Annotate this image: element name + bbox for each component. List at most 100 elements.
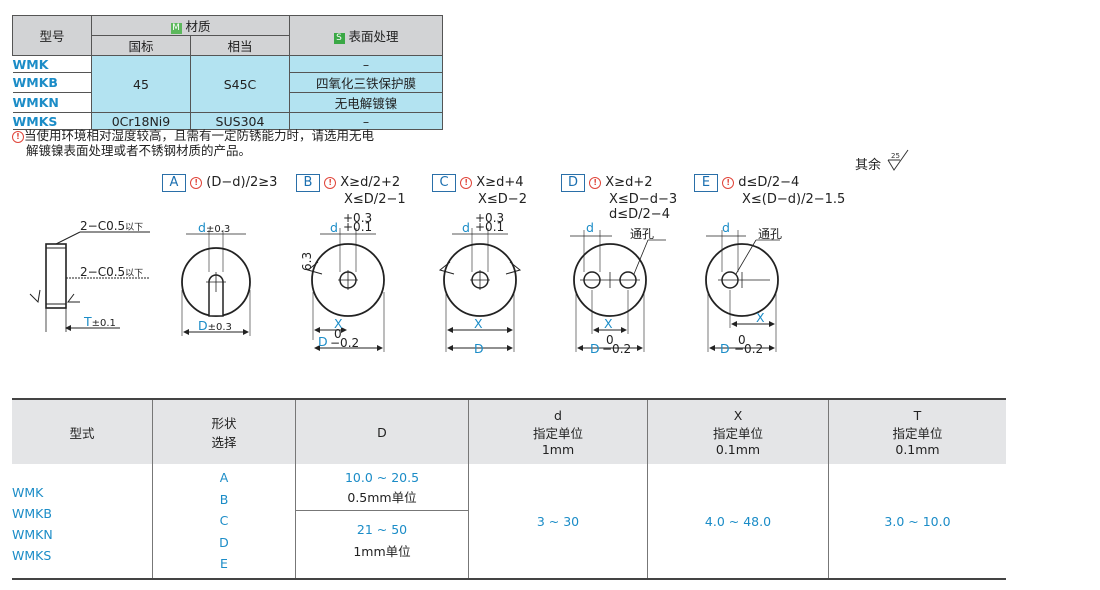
svg-text:2−C0.5以下: 2−C0.5以下	[80, 219, 143, 233]
d-tolerance-bottom: +0.1	[475, 220, 504, 234]
type-item: WMKN	[12, 527, 53, 542]
chamfer-label: 2−C0.5	[80, 219, 125, 233]
D-label: D	[474, 341, 484, 356]
d-header-name: d	[554, 407, 562, 423]
chamfer-suffix: 以下	[125, 269, 143, 279]
model-code: WMKN	[12, 92, 92, 113]
roughness-value: 25	[891, 152, 900, 160]
svg-text:d: d	[330, 220, 338, 235]
shape-c-drawing: d +0.3 +0.1 X D	[438, 211, 522, 356]
shape-d-drawing: d 通孔 X D 0 −0.2	[570, 220, 666, 356]
shape-item: E	[220, 556, 228, 572]
through-hole-label: 通孔	[758, 227, 782, 241]
shape-item: B	[219, 491, 229, 507]
shape-d-condition: D ! X≥d+2 X≤D−d−3 d≤D/2−4	[561, 174, 677, 222]
shape-b-drawing: d +0.3 +0.1 6.3 X D 0 −0.2	[300, 211, 385, 352]
shape-letter: A	[162, 174, 186, 192]
t-header-unit: 0.1mm	[895, 441, 940, 457]
svg-text:d±0.3: d±0.3	[198, 220, 230, 235]
shape-letter: C	[432, 174, 456, 192]
model-code: WMKS	[12, 112, 92, 130]
note-line-1: 当使用环境相对湿度较高，且需有一定防锈能力时，请选用无电	[24, 128, 375, 143]
warning-icon: !	[12, 131, 24, 143]
condition-text: X≤(D−d)/2−1.5	[742, 192, 846, 207]
D-range-1: 10.0 ~ 20.5	[344, 469, 420, 485]
roughness-label: 6.3	[300, 252, 314, 271]
surface-cell: 无电解镀镍	[289, 92, 443, 113]
usage-note: !当使用环境相对湿度较高，且需有一定防锈能力时，请选用无电 解镀镍表面处理或者不…	[12, 128, 374, 158]
shape-header-line1: 形状	[211, 416, 237, 431]
D-range-2: 21 ~ 50	[356, 521, 408, 537]
shape-letter: D	[561, 174, 585, 192]
D-tolerance-bottom: −0.2	[734, 342, 763, 356]
roughness-note-text: 其余	[855, 158, 882, 173]
stainless-gb: 0Cr18Ni9	[91, 112, 191, 130]
shape-header-line2: 选择	[211, 435, 237, 450]
shape-item: A	[219, 470, 229, 486]
x-label: X	[474, 316, 483, 331]
x-label: X	[756, 310, 765, 325]
x-header-unit: 0.1mm	[715, 441, 761, 457]
condition-text: (D−d)/2≥3	[206, 175, 278, 190]
shape-c-condition: C ! X≥d+4 X≤D−2	[432, 174, 527, 207]
d-tolerance-bottom: +0.1	[343, 220, 372, 234]
warning-icon: !	[324, 177, 337, 189]
d-tolerance-top: +0.3	[475, 211, 504, 225]
D-label: D	[590, 341, 600, 356]
x-range: 4.0 ~ 48.0	[647, 464, 829, 580]
shape-list: A B C D E	[152, 464, 296, 580]
d-tolerance: ±0.3	[206, 224, 230, 235]
d-header: d 指定单位 1mm	[468, 398, 648, 464]
x-label: X	[604, 316, 613, 331]
D-range-group-2: 21 ~ 50 1mm单位	[296, 511, 468, 575]
condition-text: d≤D/2−4	[738, 175, 800, 190]
x-label: X	[334, 316, 343, 331]
surface-cell: –	[289, 112, 443, 130]
condition-text: X≥d/2+2	[340, 175, 401, 190]
model-header: 型号	[12, 15, 92, 56]
steel-gb: 45	[91, 55, 191, 113]
D-label: D	[720, 341, 730, 356]
D-unit-2: 1mm单位	[353, 543, 411, 559]
D-header: D	[295, 398, 469, 464]
type-list: WMK WMKB WMKN WMKS	[12, 464, 153, 580]
equivalent-header: 相当	[190, 35, 290, 56]
note-line-2: 解镀镍表面处理或者不锈钢材质的产品。	[26, 143, 252, 158]
d-range: 3 ~ 30	[468, 464, 648, 580]
model-code: WMK	[12, 55, 92, 73]
d-label: d	[462, 220, 470, 235]
svg-text:T±0.1: T±0.1	[83, 314, 116, 329]
roughness-symbol-icon: 25	[887, 149, 909, 171]
side-view-drawing: 2−C0.5以下 2−C0.5以下 T±0.1	[29, 219, 150, 332]
model-code: WMKB	[12, 72, 92, 93]
D-tolerance-bottom: −0.2	[602, 342, 631, 356]
D-label: D	[318, 334, 328, 349]
warning-icon: !	[722, 177, 735, 189]
warning-icon: !	[589, 177, 602, 189]
shape-item: C	[219, 513, 229, 529]
shape-e-drawing: d 通孔 X D 0 −0.2	[705, 220, 782, 356]
material-badge-icon: M	[170, 23, 182, 34]
surface-cell: 四氧化三铁保护膜	[289, 72, 443, 93]
through-hole-label: 通孔	[630, 227, 654, 241]
shape-header: 形状 选择	[152, 398, 296, 464]
D-range-group-1: 10.0 ~ 20.5 0.5mm单位	[296, 468, 468, 511]
D-range-cell: 10.0 ~ 20.5 0.5mm单位 21 ~ 50 1mm单位	[295, 464, 469, 580]
surface-cell: –	[289, 55, 443, 73]
D-unit-1: 0.5mm单位	[347, 489, 417, 505]
d-header-unit-label: 指定单位	[532, 425, 583, 441]
t-label: T	[83, 314, 92, 329]
condition-text: X≤D/2−1	[344, 192, 406, 207]
steel-equivalent: S45C	[190, 55, 290, 113]
condition-text: X≥d+2	[605, 175, 653, 190]
warning-icon: !	[190, 177, 203, 189]
t-tolerance: ±0.1	[92, 318, 116, 329]
D-label: D	[198, 318, 208, 333]
condition-text: X≤D−2	[478, 192, 527, 207]
t-header-name: T	[913, 407, 922, 423]
x-header-name: X	[733, 407, 743, 423]
shape-e-condition: E ! d≤D/2−4 X≤(D−d)/2−1.5	[694, 174, 845, 207]
material-header: M 材质	[91, 15, 290, 36]
d-tolerance-top: +0.3	[343, 211, 372, 225]
D-tolerance-bottom: −0.2	[330, 336, 359, 350]
